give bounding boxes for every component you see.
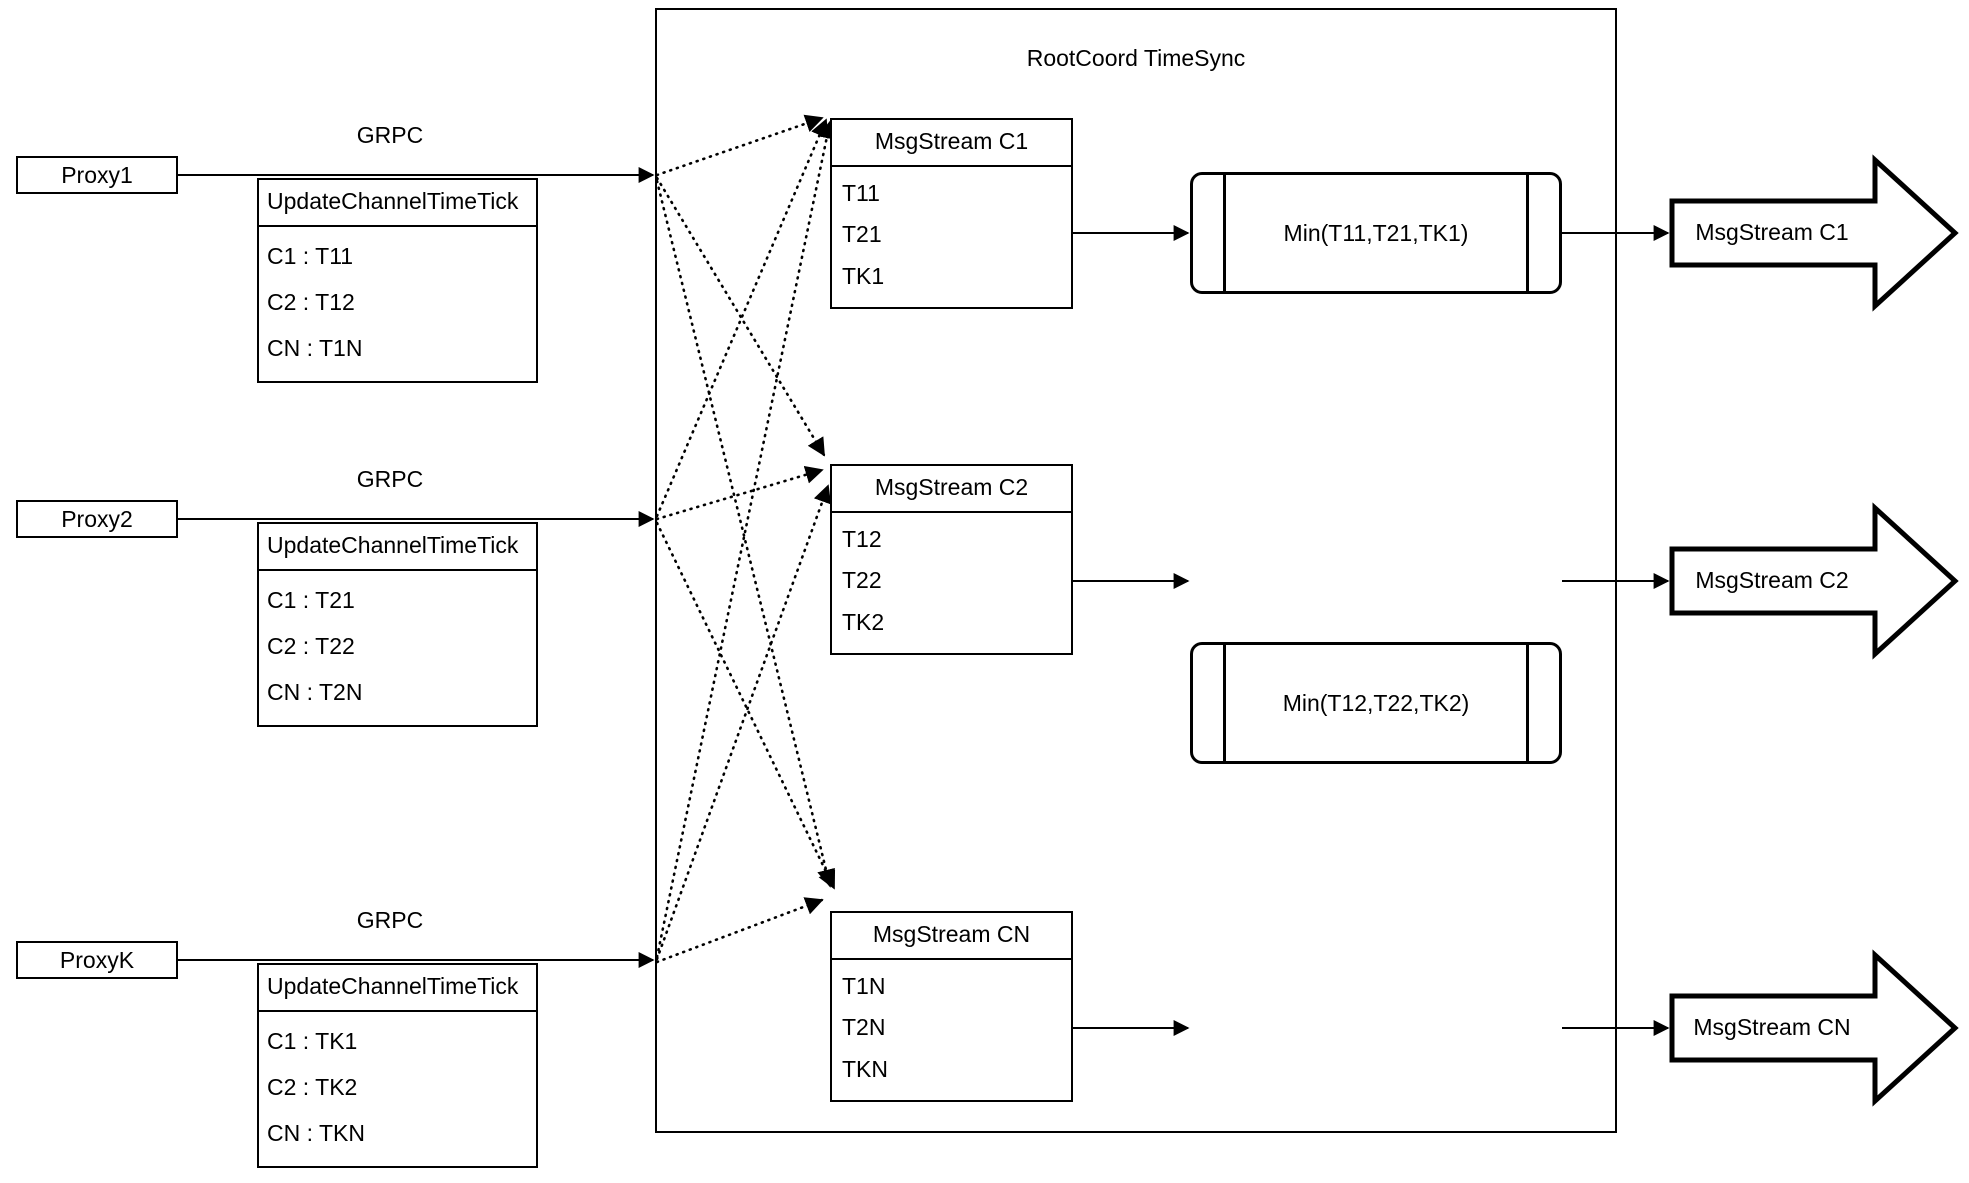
grpc-label-k: GRPC (356, 907, 424, 933)
subroutine-bar-left (1223, 174, 1226, 292)
msgstream-row: TK1 (842, 262, 885, 289)
uct-header: UpdateChannelTimeTick (259, 965, 536, 1012)
uct-row: C2 : T12 (267, 288, 355, 315)
rootcoord-timesync-container (655, 8, 1617, 1133)
msgstream-rows: T12 T22 TK2 (832, 513, 1071, 653)
msgstream-row: T1N (842, 973, 886, 1000)
uct-header: UpdateChannelTimeTick (259, 524, 536, 571)
msgstream-box-c1: MsgStream C1 T11 T21 TK1 (830, 118, 1073, 309)
update-channel-timetick-box-2: UpdateChannelTimeTick C1 : T21 C2 : T22 … (257, 522, 538, 727)
min-label: Min(T12,T22,TK2) (1282, 689, 1470, 716)
msgstream-header: MsgStream CN (832, 913, 1071, 960)
msgstream-rows: T11 T21 TK1 (832, 167, 1071, 307)
msgstream-row: TKN (842, 1055, 888, 1082)
output-block-arrow-label: MsgStream CN (1693, 1014, 1851, 1040)
uct-rows: C1 : T21 C2 : T22 CN : T2N (259, 571, 536, 725)
uct-row: C1 : T21 (267, 586, 355, 613)
uct-row: C2 : TK2 (267, 1073, 358, 1100)
grpc-label-2: GRPC (356, 466, 424, 492)
msgstream-header: MsgStream C2 (832, 466, 1071, 513)
min-node-c1: Min(T11,T21,TK1) (1190, 172, 1562, 294)
uct-row: CN : T2N (267, 678, 363, 705)
grpc-label-1: GRPC (356, 122, 424, 148)
subroutine-bar-right (1526, 644, 1529, 762)
subroutine-bar-right (1526, 174, 1529, 292)
uct-row: C2 : T22 (267, 632, 355, 659)
uct-row: C1 : T11 (267, 242, 354, 269)
proxy-box-1[interactable]: Proxy1 (16, 156, 178, 194)
output-block-arrow-label: MsgStream C2 (1695, 567, 1849, 593)
msgstream-row: TK2 (842, 608, 885, 635)
proxy-box-2[interactable]: Proxy2 (16, 500, 178, 538)
msgstream-header: MsgStream C1 (832, 120, 1071, 167)
proxy-label: ProxyK (59, 946, 135, 973)
output-block-arrow-label: MsgStream C1 (1695, 219, 1849, 245)
uct-row: CN : TKN (267, 1119, 365, 1146)
uct-rows: C1 : TK1 C2 : TK2 CN : TKN (259, 1012, 536, 1166)
uct-rows: C1 : T11 C2 : T12 CN : T1N (259, 227, 536, 381)
msgstream-box-cn: MsgStream CN T1N T2N TKN (830, 911, 1073, 1102)
min-label: Min(T11,T21,TK1) (1283, 219, 1469, 246)
msgstream-row: T2N (842, 1014, 886, 1041)
msgstream-box-c2: MsgStream C2 T12 T22 TK2 (830, 464, 1073, 655)
output-block-arrow-c1: MsgStream C1 (1672, 219, 1875, 247)
output-block-arrow-shapes (1669, 154, 1959, 1107)
msgstream-row: T22 (842, 567, 882, 594)
msgstream-row: T11 (842, 180, 880, 207)
uct-header: UpdateChannelTimeTick (259, 180, 536, 227)
subroutine-bar-left (1223, 644, 1226, 762)
output-block-arrow-c2: MsgStream C2 (1672, 567, 1875, 595)
min-node-c2: Min(T12,T22,TK2) (1190, 642, 1562, 764)
msgstream-row: T12 (842, 526, 882, 553)
uct-row: C1 : TK1 (267, 1027, 358, 1054)
rootcoord-timesync-title: RootCoord TimeSync (1026, 45, 1246, 71)
output-block-arrow-cn: MsgStream CN (1672, 1014, 1875, 1042)
msgstream-row: T21 (842, 221, 882, 248)
update-channel-timetick-box-k: UpdateChannelTimeTick C1 : TK1 C2 : TK2 … (257, 963, 538, 1168)
msgstream-rows: T1N T2N TKN (832, 960, 1071, 1100)
proxy-label: Proxy1 (61, 161, 133, 188)
proxy-box-k[interactable]: ProxyK (16, 941, 178, 979)
proxy-label: Proxy2 (61, 505, 133, 532)
update-channel-timetick-box-1: UpdateChannelTimeTick C1 : T11 C2 : T12 … (257, 178, 538, 383)
uct-row: CN : T1N (267, 334, 363, 361)
